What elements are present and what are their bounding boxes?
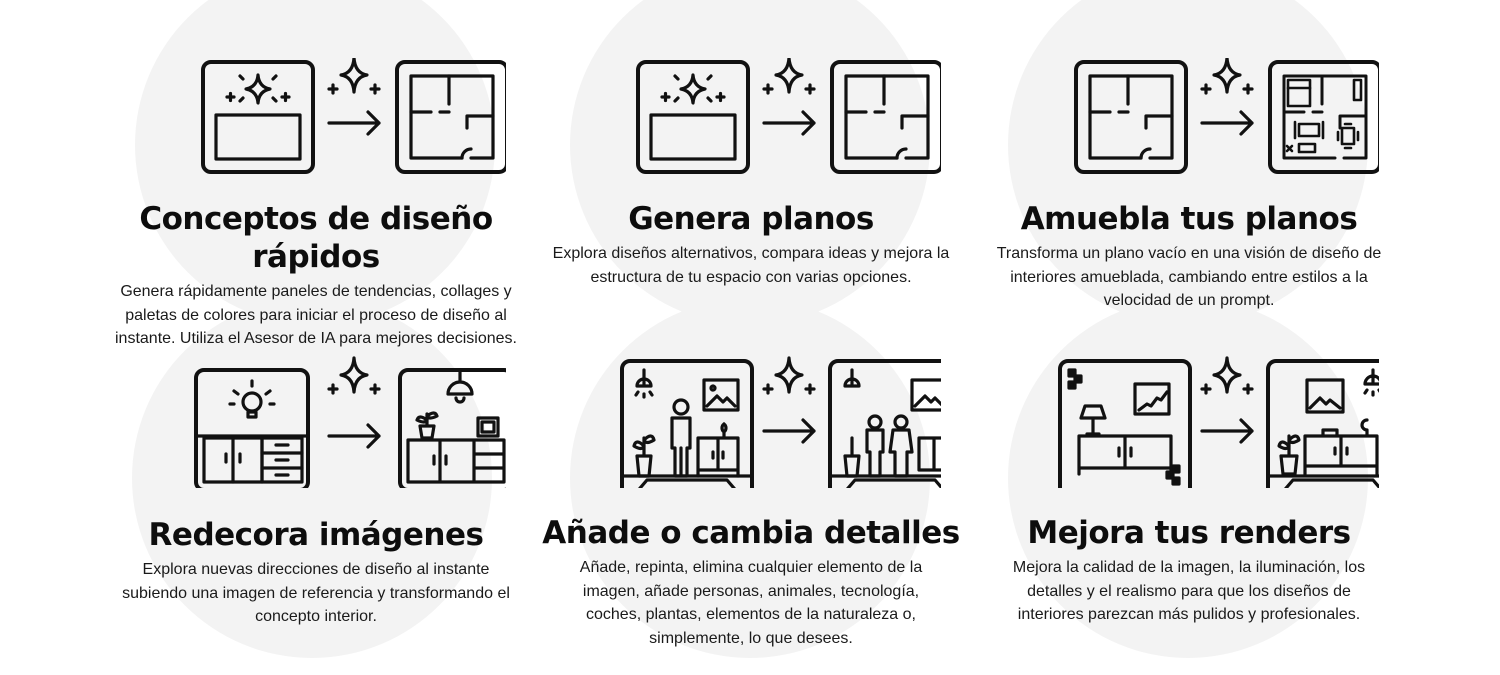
feature-furnish-plans: Amuebla tus planos Transforma un plano v… [959,58,1419,313]
room-people-icon [828,359,941,488]
enhanced-room-icon [1266,359,1379,488]
sparkle-icon [762,58,816,95]
feature-add-change-details: Añade o cambia detalles Añade, repinta, … [521,356,981,650]
feature-icons [126,58,506,190]
arrow-right-icon [327,423,381,449]
feature-description: Mejora la calidad de la imagen, la ilumi… [1012,559,1366,623]
feature-redecorate-images: Redecora imágenes Explora nuevas direcci… [86,356,546,629]
feature-icons [561,58,941,190]
arrow-right-icon [327,110,381,136]
arrow-right-icon [762,110,816,136]
feature-description: Genera rápidamente paneles de tendencias… [115,283,517,347]
feature-description: Transforma un plano vacío en una visión … [996,245,1382,309]
feature-generate-plans: Genera planos Explora diseños alternativ… [521,58,981,289]
room-lightbulb-icon [194,368,310,488]
feature-description: Añade, repinta, elimina cualquier elemen… [579,559,923,647]
feature-description: Explora diseños alternativos, compara id… [552,245,950,286]
arrow-right-icon [762,418,816,444]
feature-icons [126,356,506,488]
sparkle-icon [1200,58,1254,95]
sparkle-icon [327,356,381,395]
furnished-plan-icon [1268,60,1379,174]
sparkle-panel-icon [201,60,315,174]
floor-plan-icon [830,60,941,174]
arrow-right-icon [1200,110,1254,136]
pixelated-room-icon [1058,359,1192,488]
feature-title: Amuebla tus planos [1020,201,1358,237]
feature-title: Mejora tus renders [1027,515,1351,551]
feature-description: Explora nuevas direcciones de diseño al … [122,561,510,625]
floor-plan-icon [1074,60,1188,174]
room-person-icon [620,359,754,488]
arrow-right-icon [1200,418,1254,444]
sparkle-icon [762,356,816,395]
feature-title: Genera planos [628,201,874,237]
feature-title: Conceptos de diseño rápidos [139,201,493,275]
sparkle-icon [327,58,381,95]
feature-icons [999,58,1379,190]
background-circle [132,298,492,658]
sparkle-icon [1200,356,1254,395]
feature-improve-renders: Mejora tus renders Mejora la calidad de … [959,356,1419,627]
feature-icons [561,356,941,488]
decorated-room-icon [398,368,506,488]
feature-icons [999,356,1379,488]
feature-title: Redecora imágenes [148,517,484,553]
feature-title: Añade o cambia detalles [542,515,960,551]
sparkle-panel-icon [636,60,750,174]
floor-plan-icon [395,60,506,174]
feature-rapid-concepts: Conceptos de diseño rápidos Genera rápid… [86,58,546,351]
